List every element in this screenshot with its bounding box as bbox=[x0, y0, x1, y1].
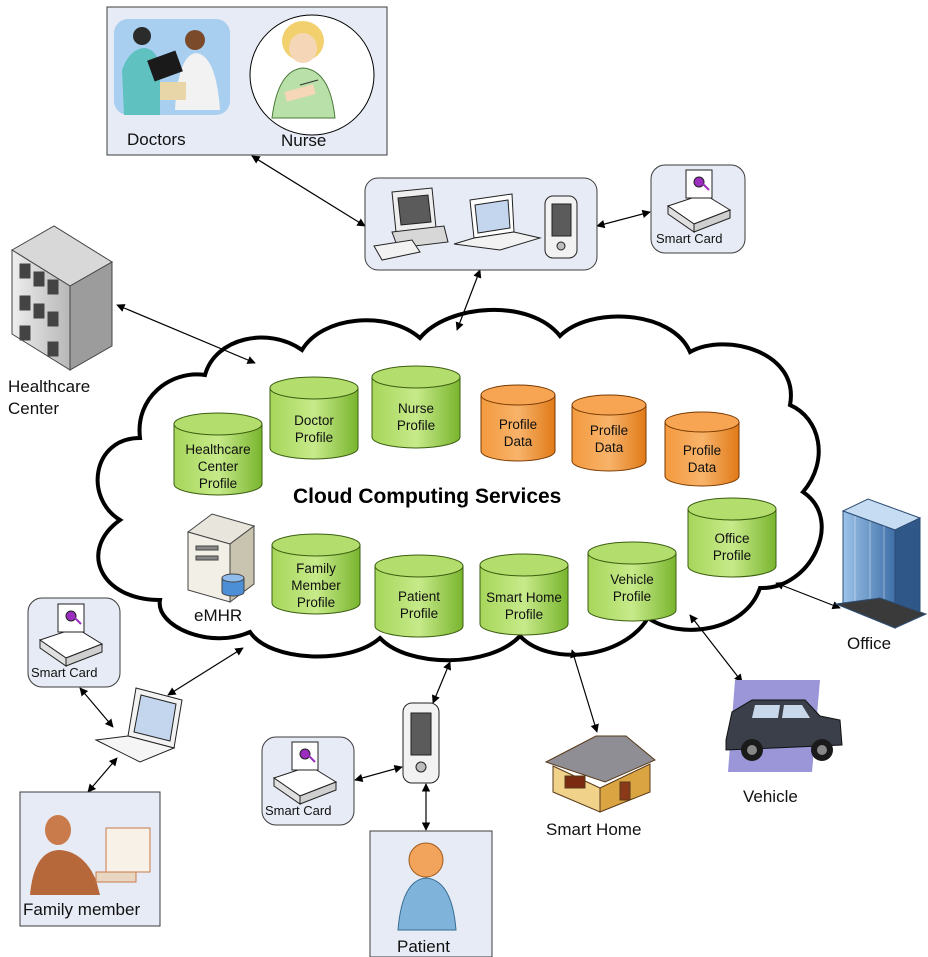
cylinder-patient-profile bbox=[374, 554, 464, 638]
cylinder-vehicle-profile bbox=[587, 541, 677, 622]
smart-card-left-label: Smart Card bbox=[31, 665, 98, 680]
healthcare-center-label: Healthcare Center bbox=[8, 377, 91, 418]
desktop-computer-icon bbox=[373, 187, 449, 261]
cylinder-profile-data-2 bbox=[571, 394, 647, 472]
cylinder-office-profile bbox=[687, 497, 777, 578]
diagram-title: Cloud Computing Services bbox=[293, 485, 562, 508]
office-label: Office bbox=[847, 634, 892, 653]
office-building-icon bbox=[834, 498, 928, 629]
nurse-label: Nurse bbox=[281, 131, 327, 150]
laptop-left-icon bbox=[94, 687, 183, 763]
family-member-label: Family member bbox=[23, 900, 141, 919]
profile-data-3-label: Profile Data bbox=[682, 443, 722, 475]
vehicle-label: Vehicle bbox=[743, 787, 798, 806]
cylinder-healthcare-center-profile bbox=[173, 412, 263, 496]
smart-card-reader-top-icon bbox=[666, 169, 732, 233]
healthcare-center-profile-label: Healthcare Center Profile bbox=[185, 442, 251, 491]
cylinder-smart-home-profile bbox=[479, 553, 569, 636]
cylinder-profile-data-1 bbox=[480, 384, 556, 462]
patient-profile-label: Patient Profile bbox=[397, 589, 441, 621]
cylinder-doctor-profile bbox=[269, 376, 359, 460]
smart-card-bottom-label: Smart Card bbox=[265, 803, 332, 818]
doctors-label: Doctors bbox=[127, 130, 186, 149]
smart-home-label: Smart Home bbox=[546, 820, 642, 839]
profile-data-2-label: Profile Data bbox=[589, 423, 629, 455]
pda-icon bbox=[544, 195, 578, 259]
nurse-profile-label: Nurse Profile bbox=[396, 401, 436, 433]
pda-bottom-icon bbox=[402, 702, 440, 784]
laptop-icon bbox=[453, 193, 542, 251]
vehicle-icon bbox=[725, 680, 843, 772]
cylinder-profile-data-3 bbox=[664, 411, 740, 487]
smart-card-reader-bottom-icon bbox=[272, 741, 338, 805]
doctor-profile-label: Doctor Profile bbox=[294, 413, 334, 445]
emhr-server-icon bbox=[186, 513, 256, 603]
cylinder-nurse-profile bbox=[371, 365, 461, 449]
smart-card-top-label: Smart Card bbox=[656, 231, 723, 246]
office-profile-label: Office Profile bbox=[712, 531, 752, 563]
nurse-illustration bbox=[249, 14, 375, 136]
patient-label: Patient bbox=[397, 937, 450, 956]
smart-home-icon bbox=[544, 735, 656, 813]
doctors-illustration bbox=[114, 19, 230, 115]
cylinder-family-member-profile bbox=[271, 533, 361, 615]
vehicle-profile-label: Vehicle Profile bbox=[610, 572, 654, 604]
healthcare-center-building-icon bbox=[11, 225, 113, 371]
family-member-illustration bbox=[30, 815, 151, 895]
family-member-profile-label: Family Member Profile bbox=[291, 561, 341, 610]
connectors bbox=[79, 155, 841, 831]
profile-data-1-label: Profile Data bbox=[498, 417, 538, 449]
patient-icon bbox=[397, 842, 457, 931]
emhr-label: eMHR bbox=[194, 606, 243, 625]
smart-card-reader-left-icon bbox=[38, 603, 104, 667]
smart-home-profile-label: Smart Home Profile bbox=[486, 590, 562, 622]
